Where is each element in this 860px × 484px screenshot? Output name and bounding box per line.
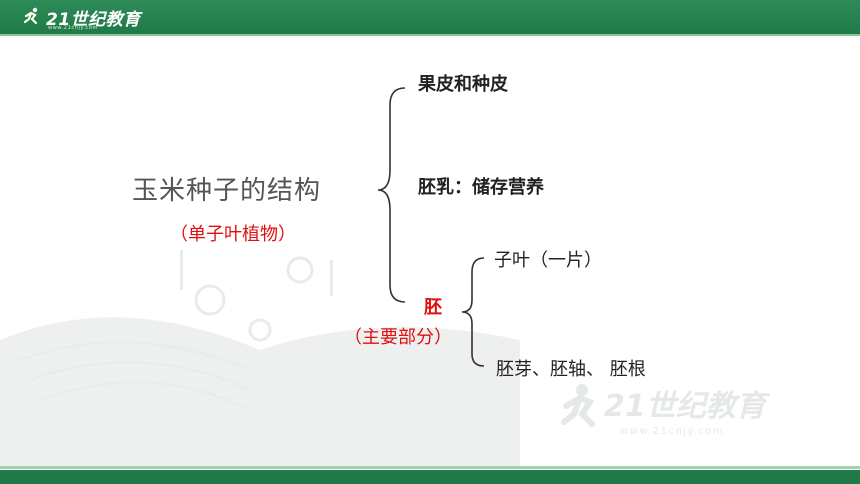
header-divider (0, 34, 860, 36)
book-background-decoration (0, 250, 520, 466)
branch-pericarp: 果皮和种皮 (418, 74, 508, 95)
embryo-part-others: 胚芽、胚轴、 胚根 (496, 359, 646, 380)
watermark-brand: 21世纪教育 (604, 389, 771, 424)
branch-embryo: 胚 (424, 297, 442, 318)
brand-name: 21世纪教育 (46, 9, 141, 30)
embryo-part-cotyledon: 子叶（一片） (494, 250, 602, 271)
diagram-subtitle: （单子叶植物） (170, 224, 296, 245)
main-brace (377, 87, 406, 303)
brand-url: www.21cnjy.com (48, 25, 98, 31)
diagram-title: 玉米种子的结构 (132, 176, 322, 206)
runner-icon (23, 7, 38, 25)
branch-endosperm: 胚乳：储存营养 (418, 177, 544, 198)
embryo-brace (461, 257, 485, 367)
embryo-note: （主要部分） (344, 327, 452, 348)
watermark-logo: 21世纪教育 www.21cnjy.com (561, 384, 771, 437)
watermark-url: www.21cnjy.com (620, 426, 724, 437)
header-bar: 21世纪教育 www.21cnjy.com (0, 0, 860, 34)
footer-bar (0, 470, 860, 484)
footer-divider (0, 466, 860, 469)
brand-logo: 21世纪教育 www.21cnjy.com (22, 5, 141, 31)
